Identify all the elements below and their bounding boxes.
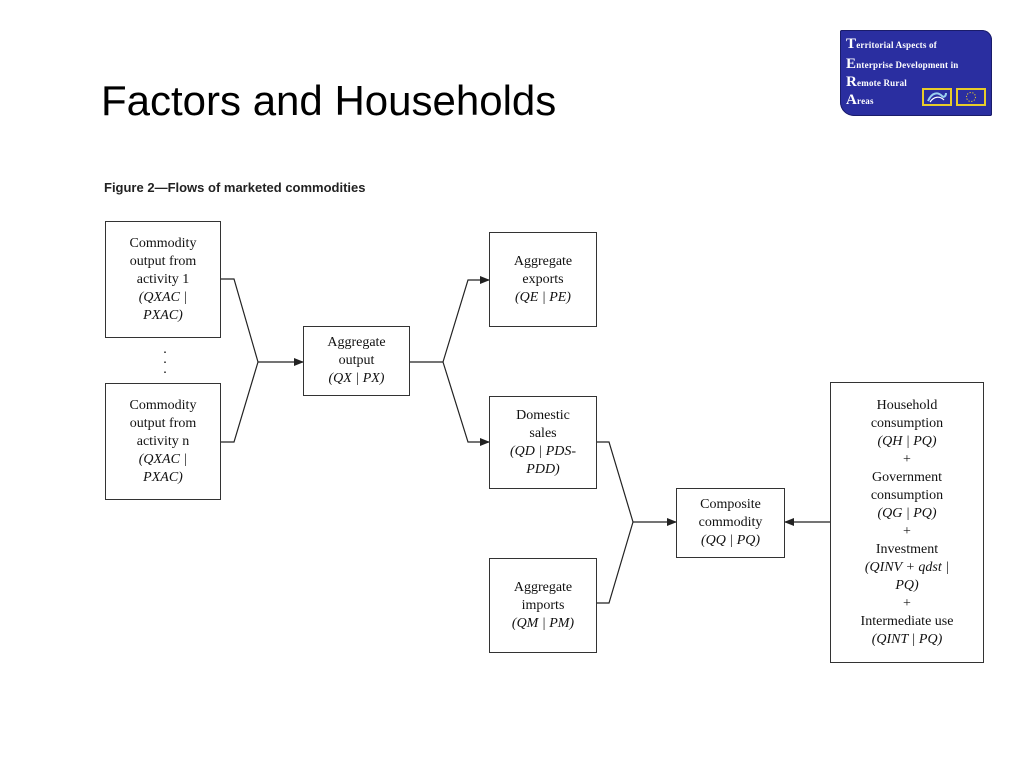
flow-activity1-to-merge	[221, 278, 259, 363]
node-aggregate-output: Aggregate output (QX | PX)	[303, 326, 410, 396]
logo-line-3: Remote Rural	[846, 74, 907, 90]
flow-imports-to-merge	[597, 521, 634, 604]
swirl-badge-icon	[922, 88, 952, 106]
logo-line-2: Enterprise Development in	[846, 56, 959, 72]
eu-flag-icon	[956, 88, 986, 106]
slide-title: Factors and Households	[101, 77, 557, 124]
logo-line-1: Territorial Aspects of	[846, 36, 937, 52]
node-domestic-sales: Domestic sales (QD | PDS- PDD)	[489, 396, 597, 489]
node-activity-n: Commodity output from activity n (QXAC |…	[105, 383, 221, 500]
tera-logo: Territorial Aspects of Enterprise Develo…	[840, 30, 992, 116]
flow-domestic-to-merge	[597, 441, 634, 523]
flow-split-to-domestic	[442, 361, 490, 446]
node-activity-1: Commodity output from activity 1 (QXAC |…	[105, 221, 221, 338]
node-final-demand: Household consumption (QH | PQ) + Govern…	[830, 382, 984, 663]
ellipsis-dots: . . .	[163, 342, 167, 377]
node-composite-commodity: Composite commodity (QQ | PQ)	[676, 488, 785, 558]
figure-caption: Figure 2—Flows of marketed commodities	[104, 180, 366, 195]
node-aggregate-imports: Aggregate imports (QM | PM)	[489, 558, 597, 653]
node-aggregate-exports: Aggregate exports (QE | PE)	[489, 232, 597, 327]
flow-split-to-exports	[442, 276, 490, 363]
logo-line-4: Areas	[846, 92, 874, 108]
flow-activityn-to-merge	[221, 361, 259, 443]
